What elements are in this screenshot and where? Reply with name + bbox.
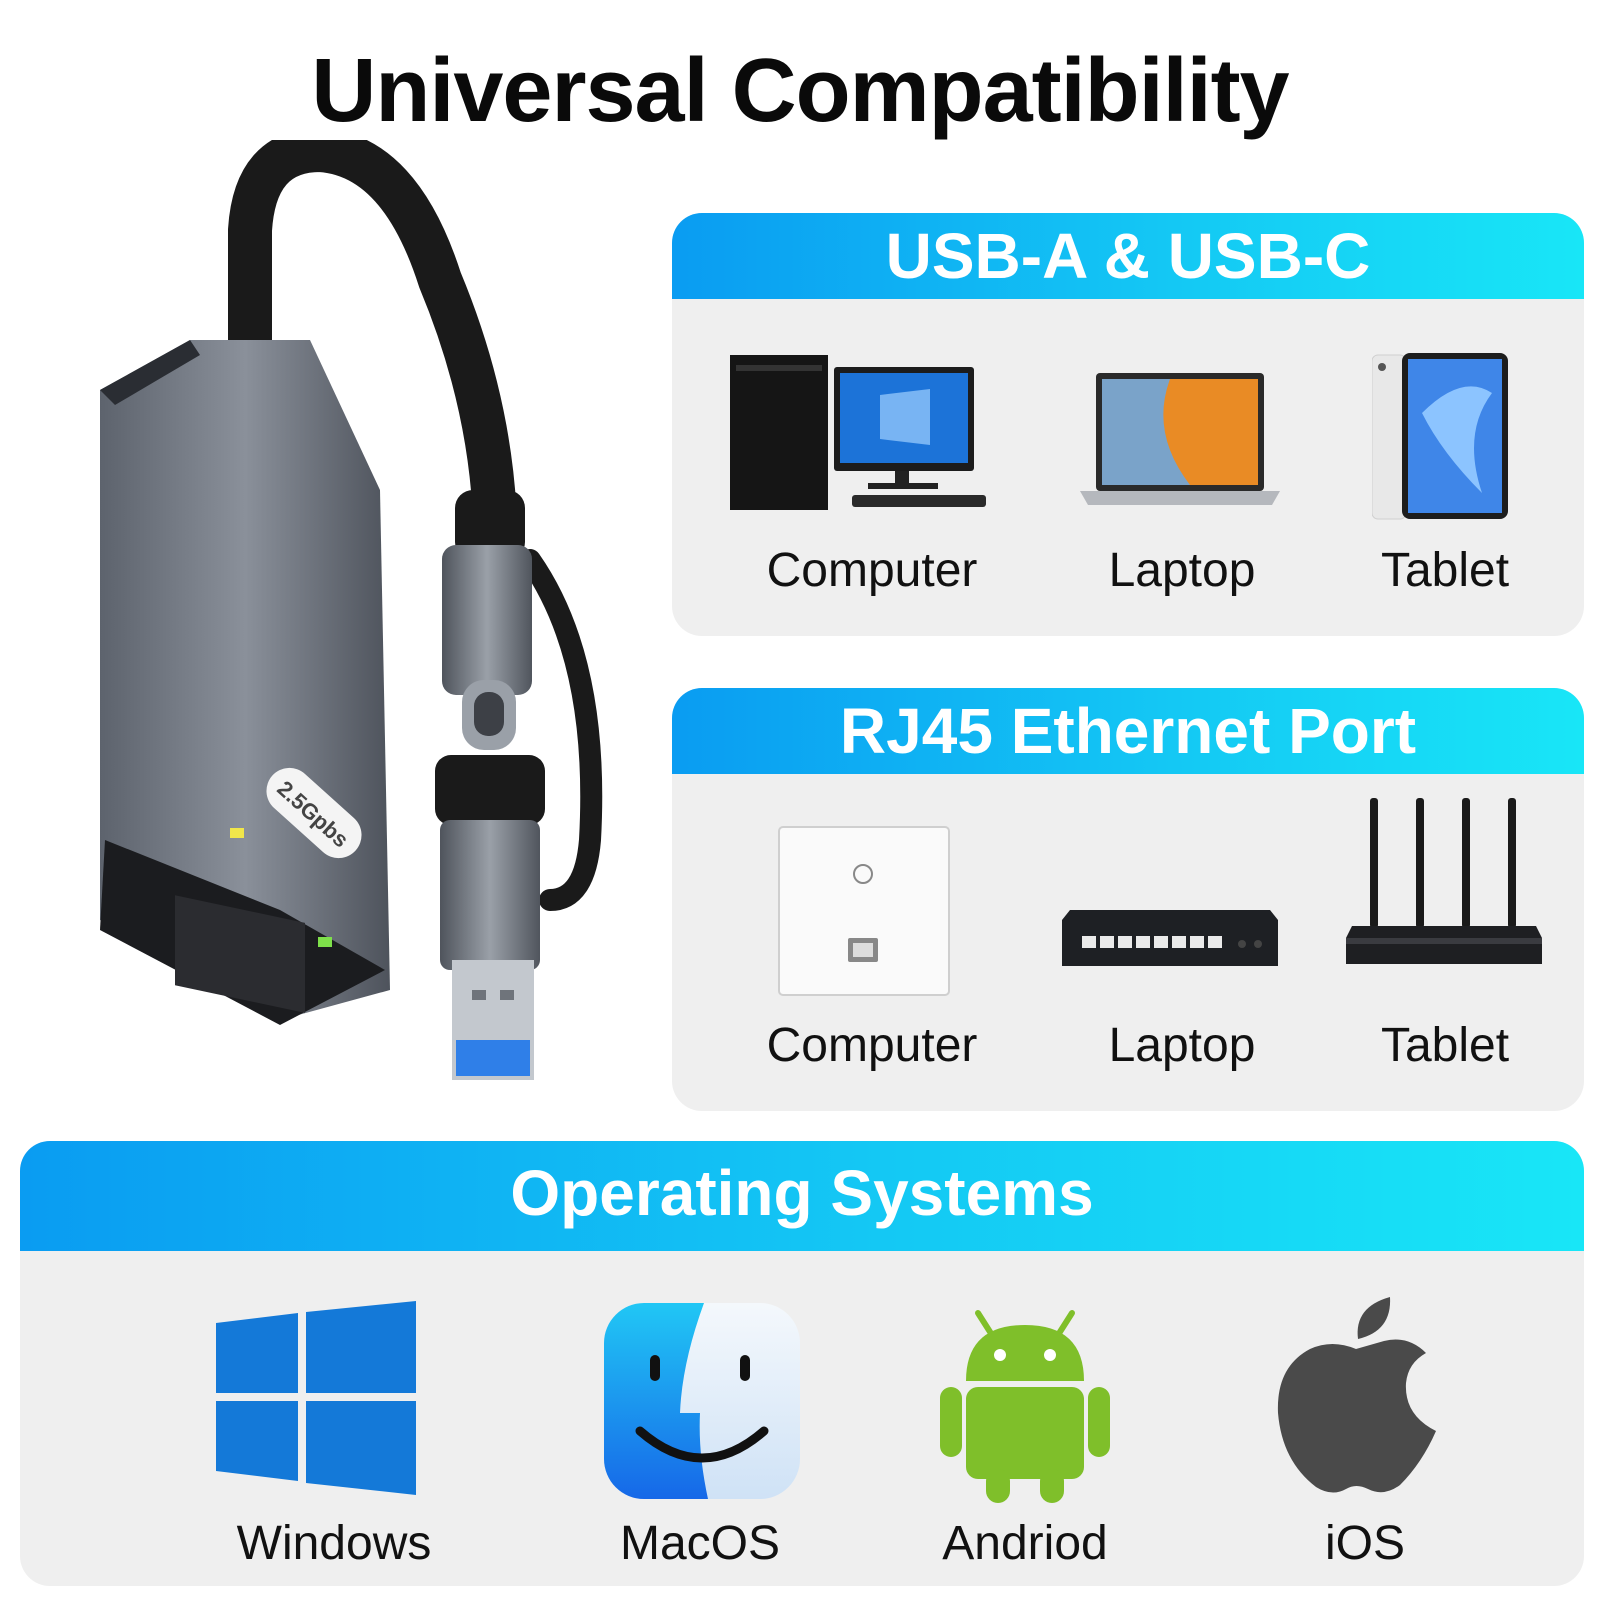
os-item-label-macos: MacOS [619, 1517, 781, 1570]
rj45-compat-panel: RJ45 Ethernet Port Computer Laptop [672, 688, 1584, 1111]
wall-socket-icon [778, 826, 952, 998]
android-logo-icon [940, 1303, 1110, 1503]
usb-section-header: USB-A & USB-C [672, 213, 1584, 299]
os-section-header: Operating Systems [20, 1141, 1584, 1251]
usb-item-label-laptop: Laptop [1108, 544, 1256, 597]
os-item-label-android: Andriod [942, 1517, 1108, 1570]
macos-finder-icon [604, 1303, 800, 1499]
windows-logo-icon [216, 1301, 416, 1501]
usb-item-label-tablet: Tablet [1380, 544, 1510, 597]
usb-item-label-computer: Computer [766, 544, 978, 597]
page-title: Universal Compatibility [311, 41, 1289, 141]
rj45-item-label-computer: Computer [766, 1019, 978, 1072]
usb-compat-panel: USB-A & USB-C Computer Laptop [672, 213, 1584, 636]
network-switch-icon [1060, 910, 1280, 970]
laptop-icon [1080, 373, 1280, 513]
os-compat-panel: Operating Systems Windows [20, 1141, 1584, 1586]
os-item-label-windows: Windows [236, 1517, 432, 1570]
router-icon [1344, 798, 1544, 968]
rj45-section-header: RJ45 Ethernet Port [672, 688, 1584, 774]
apple-logo-icon [1272, 1291, 1442, 1496]
tablet-icon [1372, 353, 1512, 523]
os-item-label-ios: iOS [1324, 1517, 1406, 1570]
rj45-item-label-laptop: Laptop [1108, 1019, 1256, 1072]
rj45-item-label-tablet: Tablet [1380, 1019, 1510, 1072]
desktop-computer-icon [730, 355, 990, 515]
ethernet-adapter-illustration: 2.5Gpbs [80, 140, 640, 1120]
